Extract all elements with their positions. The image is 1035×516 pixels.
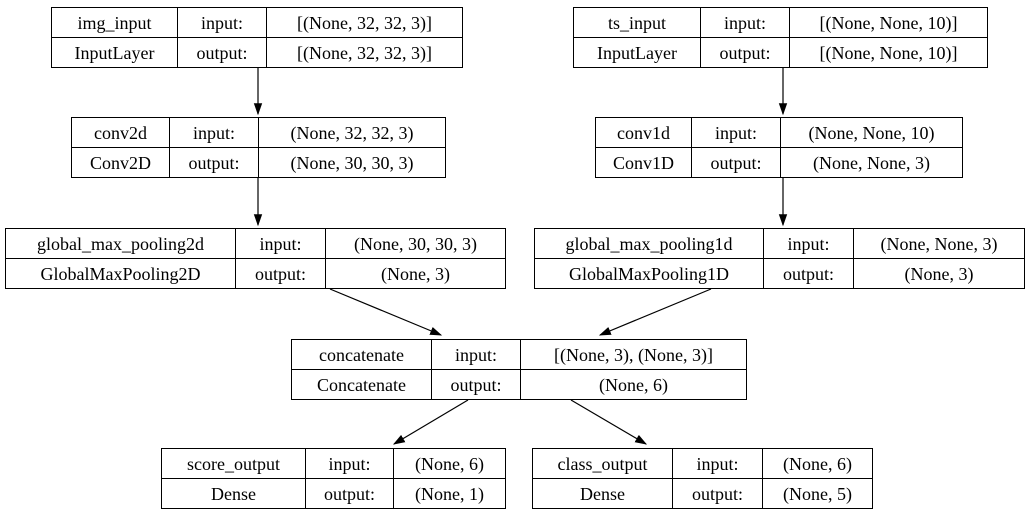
output-shape: (None, 1) (394, 479, 505, 508)
node-global-max-pooling1d: global_max_pooling1d input: (None, None,… (534, 228, 1025, 289)
input-label: input: (692, 118, 780, 147)
output-shape: (None, 5) (763, 479, 872, 508)
output-label: output: (701, 38, 789, 67)
output-label: output: (170, 148, 258, 177)
node-global-max-pooling2d: global_max_pooling2d input: (None, 30, 3… (5, 228, 506, 289)
output-label: output: (432, 370, 520, 399)
output-label: output: (764, 259, 853, 288)
output-shape: [(None, None, 10)] (790, 38, 987, 67)
layer-name: ts_input (574, 8, 700, 37)
node-score-output: score_output input: (None, 6) Dense outp… (161, 448, 506, 509)
node-ts-input: ts_input input: [(None, None, 10)] Input… (573, 7, 988, 68)
output-label: output: (178, 38, 266, 67)
layer-class: GlobalMaxPooling1D (535, 259, 763, 288)
layer-class: Conv1D (596, 148, 691, 177)
layer-class: InputLayer (52, 38, 177, 67)
input-shape: (None, 6) (394, 449, 505, 478)
input-shape: (None, 30, 30, 3) (326, 229, 505, 258)
node-class-output: class_output input: (None, 6) Dense outp… (532, 448, 873, 509)
input-shape: (None, None, 10) (781, 118, 962, 147)
node-img-input: img_input input: [(None, 32, 32, 3)] Inp… (51, 7, 463, 68)
node-conv2d: conv2d input: (None, 32, 32, 3) Conv2D o… (71, 117, 446, 178)
layer-class: Conv2D (72, 148, 169, 177)
layer-name: score_output (162, 449, 305, 478)
input-label: input: (170, 118, 258, 147)
output-shape: (None, 3) (854, 259, 1024, 288)
layer-class: GlobalMaxPooling2D (6, 259, 235, 288)
layer-class: Dense (162, 479, 305, 508)
edge-concatenate-class-output (570, 399, 648, 445)
output-label: output: (236, 259, 325, 288)
input-label: input: (701, 8, 789, 37)
output-label: output: (306, 479, 393, 508)
output-shape: (None, 3) (326, 259, 505, 288)
layer-name: conv2d (72, 118, 169, 147)
node-concatenate: concatenate input: [(None, 3), (None, 3)… (291, 339, 747, 400)
input-label: input: (432, 340, 520, 369)
layer-class: InputLayer (574, 38, 700, 67)
output-shape: (None, 30, 30, 3) (259, 148, 445, 177)
input-shape: [(None, 32, 32, 3)] (267, 8, 462, 37)
layer-name: global_max_pooling1d (535, 229, 763, 258)
input-label: input: (178, 8, 266, 37)
output-shape: (None, None, 3) (781, 148, 962, 177)
output-label: output: (692, 148, 780, 177)
input-label: input: (236, 229, 325, 258)
edge-global-max-pooling1d-concatenate (598, 288, 712, 336)
input-label: input: (306, 449, 393, 478)
layer-name: global_max_pooling2d (6, 229, 235, 258)
input-label: input: (764, 229, 853, 258)
input-shape: (None, None, 3) (854, 229, 1024, 258)
layer-name: concatenate (292, 340, 431, 369)
node-conv1d: conv1d input: (None, None, 10) Conv1D ou… (595, 117, 963, 178)
input-label: input: (673, 449, 762, 478)
layer-name: class_output (533, 449, 672, 478)
output-shape: (None, 6) (521, 370, 746, 399)
input-shape: [(None, 3), (None, 3)] (521, 340, 746, 369)
input-shape: (None, 6) (763, 449, 872, 478)
layer-name: img_input (52, 8, 177, 37)
layer-class: Dense (533, 479, 672, 508)
input-shape: [(None, None, 10)] (790, 8, 987, 37)
edge-concatenate-score-output (392, 399, 469, 445)
edge-global-max-pooling2d-concatenate (329, 288, 443, 336)
output-label: output: (673, 479, 762, 508)
layer-class: Concatenate (292, 370, 431, 399)
input-shape: (None, 32, 32, 3) (259, 118, 445, 147)
layer-name: conv1d (596, 118, 691, 147)
output-shape: [(None, 32, 32, 3)] (267, 38, 462, 67)
